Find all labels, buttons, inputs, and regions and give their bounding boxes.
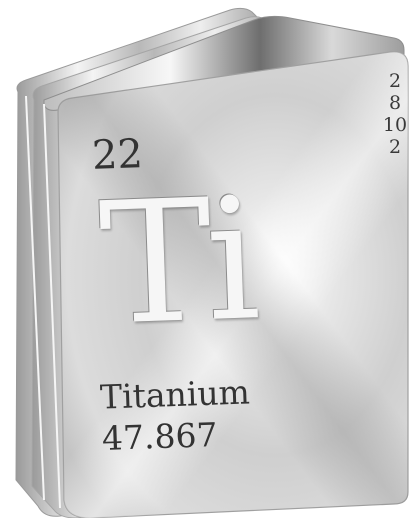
electron-shell: 10 [382,114,408,136]
atomic-weight: 47.867 [101,414,219,459]
element-symbol: Ti [96,161,258,363]
tile-edge-highlight [43,103,61,509]
electron-shells: 2 8 10 2 [380,70,410,158]
electron-shell: 8 [388,92,402,114]
electron-shell: 2 [388,70,402,92]
tile-edge-highlight [25,95,45,501]
element-name: Titanium [99,372,251,417]
tile-front-sheen-b [58,51,408,518]
electron-shell: 2 [388,136,402,158]
tile-top-edge [43,15,405,111]
